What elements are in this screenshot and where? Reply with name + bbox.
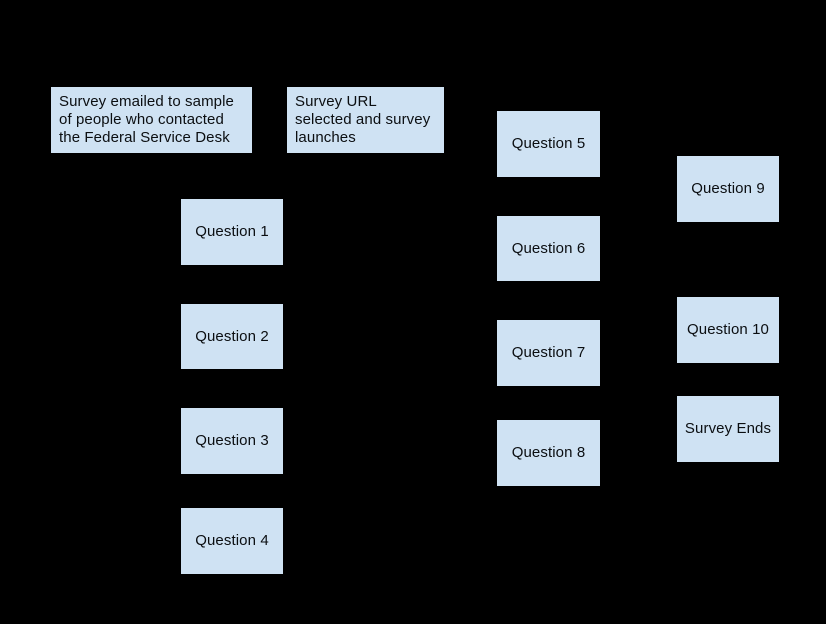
flow-node-question-4: Question 4 — [181, 508, 283, 574]
flow-node-label: Question 3 — [195, 432, 269, 449]
flow-node-label: Question 6 — [511, 239, 586, 257]
flow-node-label: Survey URL selected and survey launches — [295, 93, 431, 146]
flow-node-question-7: Question 7 — [497, 320, 600, 386]
flow-node-label: Question 8 — [511, 444, 586, 461]
flow-node-question-3: Question 3 — [181, 408, 283, 474]
flow-node-question-1: Question 1 — [181, 199, 283, 265]
flow-node-label: Question 2 — [195, 327, 269, 345]
flow-node-question-2: Question 2 — [181, 304, 283, 369]
flow-node-survey-emailed: Survey emailed to sample of people who c… — [51, 87, 252, 153]
flow-node-label: Question 10 — [687, 321, 769, 338]
flow-node-label: Question 5 — [511, 135, 586, 152]
flow-node-label: Question 9 — [691, 180, 765, 197]
flow-node-label: Question 1 — [195, 223, 269, 240]
flow-node-question-6: Question 6 — [497, 216, 600, 281]
flow-node-label: Question 4 — [195, 532, 269, 549]
flow-node-label: Survey Ends — [684, 420, 772, 437]
flow-node-question-9: Question 9 — [677, 156, 779, 222]
flow-node-survey-launches: Survey URL selected and survey launches — [287, 87, 444, 153]
flow-node-question-8: Question 8 — [497, 420, 600, 486]
flow-node-label: Question 7 — [511, 344, 586, 361]
flow-node-question-5: Question 5 — [497, 111, 600, 177]
flow-node-question-10: Question 10 — [677, 297, 779, 363]
flow-node-survey-ends: Survey Ends — [677, 396, 779, 462]
flow-node-label: Survey emailed to sample of people who c… — [59, 93, 234, 146]
